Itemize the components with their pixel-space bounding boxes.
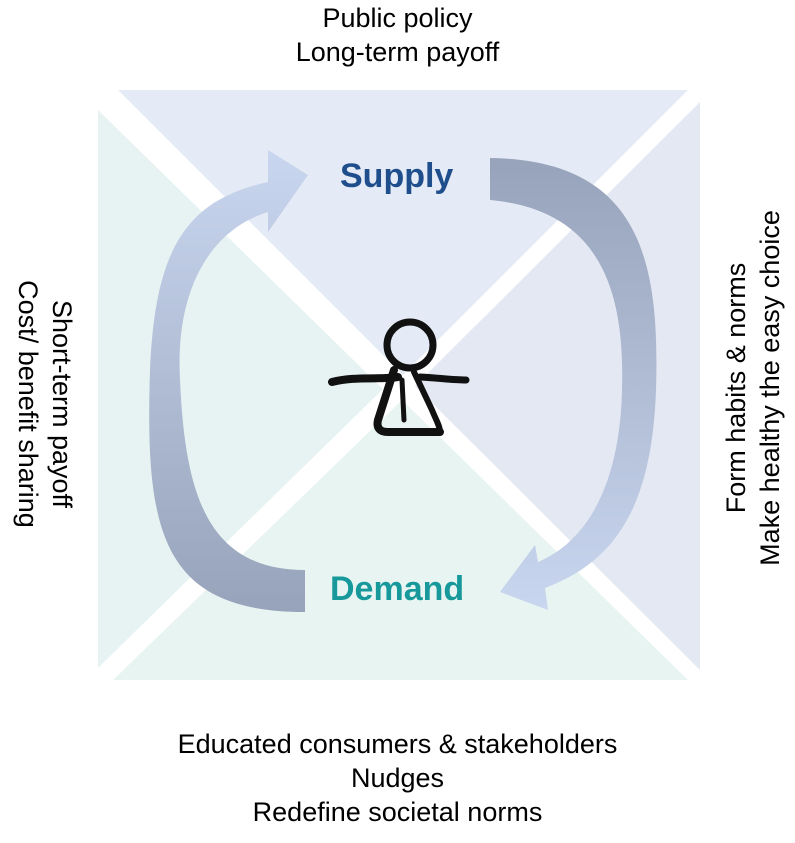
top-caption-line: Public policy — [322, 3, 473, 33]
right-caption-line: Form habits & norms — [721, 262, 751, 514]
left-arc-arrow — [149, 150, 308, 612]
right-caption: Form habits & norms Make healthy the eas… — [720, 38, 788, 738]
left-caption-line: Cost/ benefit sharing — [13, 280, 44, 528]
top-triangle — [118, 90, 688, 375]
bottom-triangle — [113, 400, 688, 680]
top-caption: Public policy Long-term payoff — [0, 2, 795, 70]
bottom-caption: Educated consumers & stakeholders Nudges… — [0, 728, 795, 829]
bottom-caption-line: Educated consumers & stakeholders — [177, 729, 618, 759]
left-caption: Short-term payoff Cost/ benefit sharing — [10, 54, 78, 754]
right-arc-arrow — [490, 158, 657, 610]
demand-label: Demand — [330, 570, 465, 608]
bottom-caption-line: Redefine societal norms — [252, 796, 543, 827]
bottom-caption-line: Nudges — [350, 762, 445, 793]
right-caption-line: Make healthy the easy choice — [754, 210, 785, 566]
supply-label: Supply — [340, 157, 454, 195]
person-figure-icon — [328, 318, 470, 436]
left-caption-line: Short-term payoff — [47, 299, 77, 509]
top-caption-line: Long-term payoff — [295, 36, 500, 67]
